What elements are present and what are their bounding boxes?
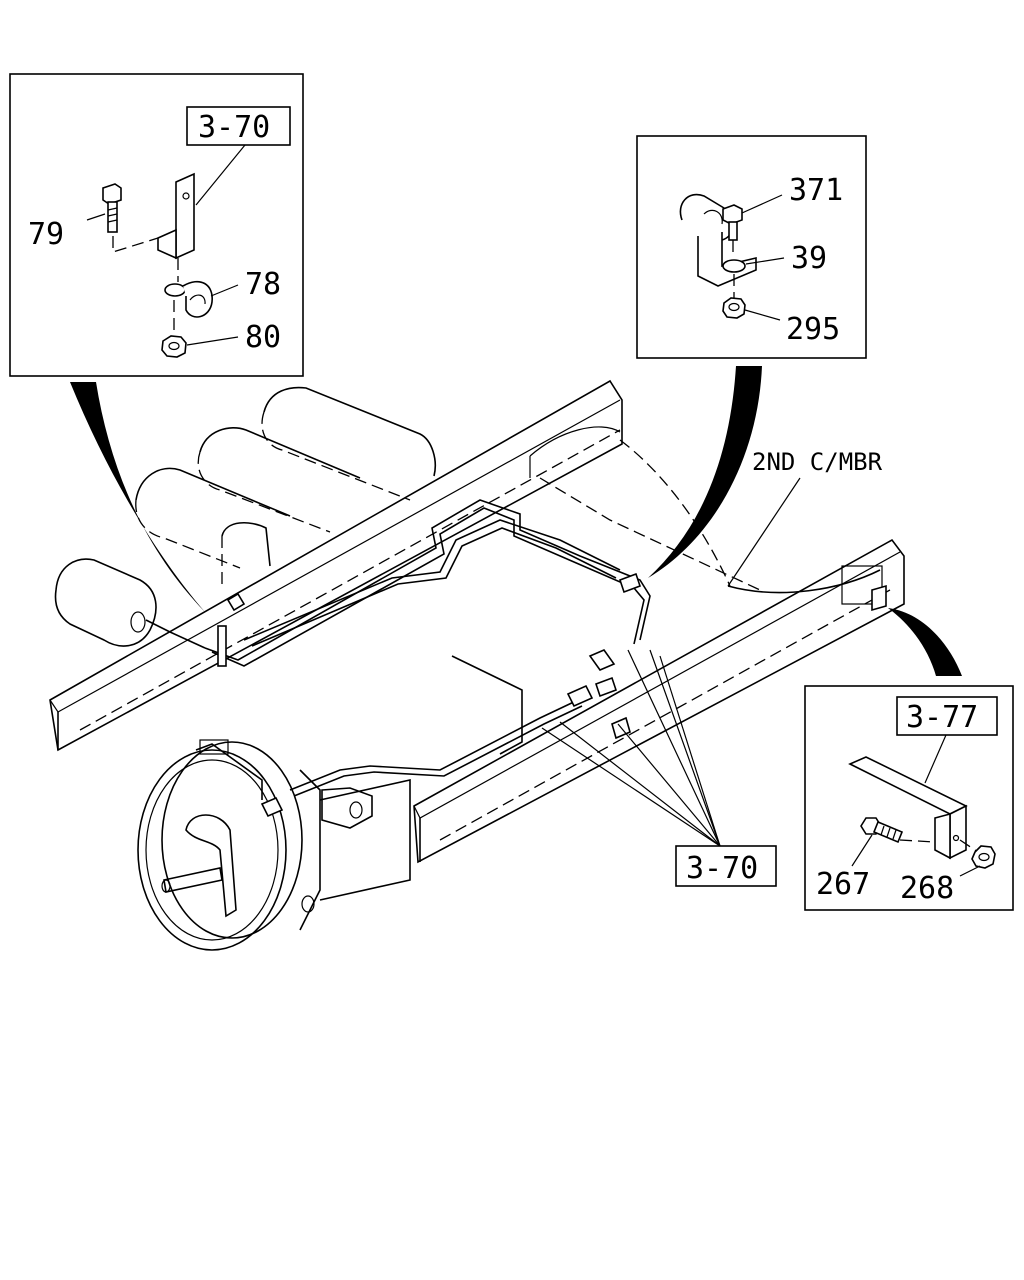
- detail-box-crossmember-bracket: 3-77 267 268: [804, 685, 1014, 911]
- bolt-icon: [860, 817, 904, 844]
- transmission: [137, 739, 411, 951]
- main-reference: 3-70: [541, 649, 777, 887]
- ref-box-left: [186, 106, 291, 146]
- bolt-icon: [722, 204, 743, 241]
- ref-box-right: [896, 696, 998, 736]
- clip-icon: [164, 280, 213, 318]
- callout-295: 295: [786, 312, 840, 347]
- ref-left-text: 3-70: [198, 110, 270, 145]
- bracket-icon: [848, 756, 968, 860]
- air-tanks: [54, 386, 436, 647]
- ref-box-main: [675, 845, 777, 887]
- ref-right-text: 3-77: [906, 700, 978, 735]
- detail-box-clamp: 371 39 295: [636, 135, 867, 359]
- nut-icon: [722, 297, 746, 319]
- bracket-icon: [157, 172, 195, 260]
- detail-box-clip-bracket: 3-70 79 78: [9, 73, 304, 377]
- nut-icon: [161, 335, 187, 358]
- nut-icon: [971, 845, 996, 869]
- frame-rails: 2ND C/MBR: [49, 379, 905, 864]
- brake-pipes: [169, 499, 651, 797]
- detail-leaders: [70, 366, 962, 676]
- bolt-icon: [102, 183, 122, 233]
- valve-housing: [451, 655, 523, 755]
- callout-80: 80: [245, 320, 281, 355]
- callout-39: 39: [791, 241, 827, 276]
- callout-371: 371: [789, 173, 843, 208]
- callout-268: 268: [900, 871, 954, 906]
- ref-main-text: 3-70: [686, 851, 758, 886]
- clamp-icon: [679, 193, 757, 287]
- callout-267: 267: [816, 867, 870, 902]
- annotation-2nd-crossmember: 2ND C/MBR: [752, 448, 883, 476]
- callout-78: 78: [245, 267, 281, 302]
- callout-79: 79: [28, 217, 64, 252]
